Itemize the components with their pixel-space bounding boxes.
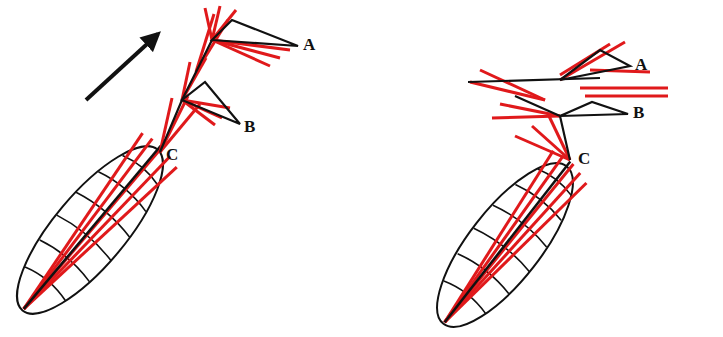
point-label: B <box>244 118 255 135</box>
motion-lines <box>470 42 668 160</box>
point-label: C <box>166 146 178 163</box>
point-label: C <box>578 150 590 167</box>
fish-body <box>415 139 599 337</box>
point-label: A <box>303 36 315 53</box>
motion-arrow <box>86 34 158 100</box>
point-label: A <box>635 56 647 73</box>
point-label: B <box>633 104 644 121</box>
fish-body <box>0 123 188 334</box>
tail-skeleton <box>160 20 298 152</box>
tail-skeleton <box>468 50 630 160</box>
